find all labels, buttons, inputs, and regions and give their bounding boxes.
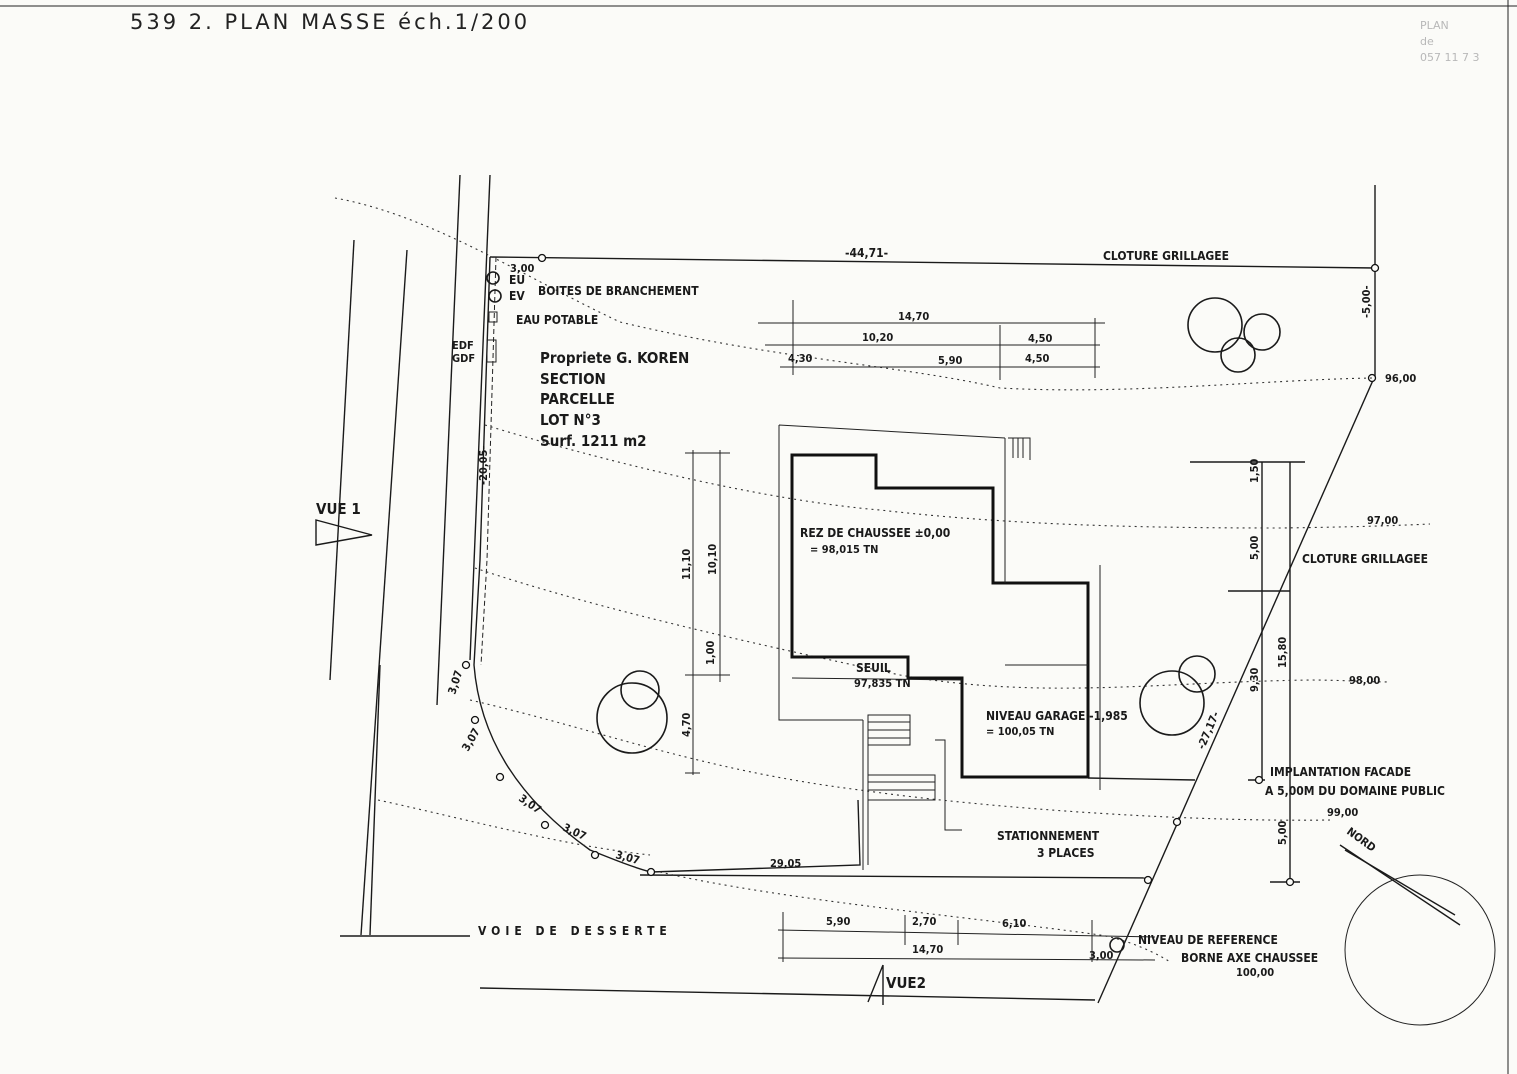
label-reference: NIVEAU DE REFERENCE <box>1138 933 1278 947</box>
label-implantation: IMPLANTATION FACADE <box>1270 765 1411 779</box>
trees <box>596 297 1281 754</box>
approval-stamp: PLAN de 057 11 7 3 <box>1420 18 1479 66</box>
label-implantation-2: A 5,00M DU DOMAINE PUBLIC <box>1265 784 1445 798</box>
stamp-line: PLAN <box>1420 19 1449 32</box>
dim-5-00-b: 5,00 <box>1276 820 1289 845</box>
label-rdc-level: = 98,015 TN <box>810 543 878 556</box>
label-boites: BOITES DE BRANCHEMENT <box>538 284 699 298</box>
stamp-line: de <box>1420 35 1434 48</box>
label-garage-level: = 100,05 TN <box>986 725 1054 738</box>
road-lines-bottom <box>340 874 1151 1001</box>
dim-5-90: 5,90 <box>938 354 963 367</box>
road-lines-left <box>329 174 491 936</box>
dim-b-14-70: 14,70 <box>912 943 943 956</box>
dim-left: -20,05- <box>477 445 490 485</box>
dim-10-20: 10,20 <box>862 331 893 344</box>
label-edf: EDF <box>452 339 474 352</box>
label-vue2: VUE2 <box>886 974 926 992</box>
label-gdf: GDF <box>452 352 475 365</box>
dim-9-30: 9,30 <box>1248 667 1261 692</box>
dim-11-10: 11,10 <box>680 549 693 580</box>
label-places: 3 PLACES <box>1037 846 1095 860</box>
dim-1-00: 1,00 <box>704 640 717 665</box>
dim-curve-5: 3,07 <box>614 848 641 867</box>
dim-b-6-10: 6,10 <box>1002 917 1027 930</box>
label-eau: EAU POTABLE <box>516 313 598 327</box>
level-97: 97,00 <box>1367 514 1398 527</box>
stamp-line: 057 11 7 3 <box>1420 51 1480 64</box>
label-stationnement: STATIONNEMENT <box>997 829 1100 843</box>
dim-curve-1: 3,07 <box>445 669 465 696</box>
label-reference-level: 100,00 <box>1236 966 1274 979</box>
dim-top: -44,71- <box>845 246 888 260</box>
dim-15-80: 15,80 <box>1276 637 1289 668</box>
level-96: 96,00 <box>1385 372 1416 385</box>
section-label: SECTION <box>540 370 606 388</box>
label-borne: BORNE AXE CHAUSSEE <box>1181 951 1318 965</box>
owner-label: Propriete G. KOREN <box>540 349 689 367</box>
dim-14-70: 14,70 <box>898 310 929 323</box>
parcelle-label: PARCELLE <box>540 390 615 408</box>
dim-5-00: 5,00 <box>1248 535 1261 560</box>
boundary-nodes <box>461 253 1380 887</box>
label-nord: NORD <box>1344 825 1378 855</box>
dim-b-2-70: 2,70 <box>912 915 937 928</box>
contour-lines <box>334 197 1431 963</box>
dim-4-50-b: 4,50 <box>1025 352 1050 365</box>
label-cloture-top: CLOTURE GRILLAGEE <box>1103 249 1229 263</box>
view-markers <box>315 519 884 1005</box>
reference-marker <box>1109 937 1125 953</box>
dim-4-30: 4,30 <box>788 352 813 365</box>
dim-1-50: 1,50 <box>1248 458 1261 483</box>
lot-label: LOT N°3 <box>540 411 601 429</box>
dim-curve-3: 3,07 <box>516 792 544 817</box>
label-seuil: SEUIL <box>856 661 891 675</box>
dim-curve-2: 3,07 <box>459 726 483 754</box>
dim-bottom: 29,05 <box>770 857 801 870</box>
label-cloture-right: CLOTURE GRILLAGEE <box>1302 552 1428 566</box>
dim-10-10: 10,10 <box>706 544 719 575</box>
label-ev: EV <box>509 289 525 303</box>
surface-label: Surf. 1211 m2 <box>540 432 647 450</box>
dim-curve-4: 3,07 <box>561 821 589 843</box>
level-99: 99,00 <box>1327 806 1358 819</box>
level-98: 98,00 <box>1349 674 1380 687</box>
label-vue1: VUE 1 <box>316 500 361 518</box>
dim-4-70: 4,70 <box>680 712 693 737</box>
utility-boxes <box>486 271 502 363</box>
label-voie: VOIE DE DESSERTE <box>478 924 672 938</box>
label-eu: EU <box>509 273 525 287</box>
label-rdc: REZ DE CHAUSSEE ±0,00 <box>800 526 950 540</box>
dim-b-5-90: 5,90 <box>826 915 851 928</box>
sheet-title: 539 2. PLAN MASSE éch.1/200 <box>130 10 531 34</box>
dimension-lines <box>685 300 1156 962</box>
dim-4-50-a: 4,50 <box>1028 332 1053 345</box>
label-garage: NIVEAU GARAGE -1,985 <box>986 709 1128 723</box>
north-arrow <box>1339 844 1496 1026</box>
house <box>778 424 1101 870</box>
dim-corner: 3,00 <box>510 262 535 275</box>
dim-b-3-00: 3,00 <box>1089 949 1114 962</box>
dim-right: -5,00- <box>1360 285 1373 318</box>
property-boundary <box>473 185 1376 1004</box>
label-seuil-level: 97,835 TN <box>854 677 911 690</box>
